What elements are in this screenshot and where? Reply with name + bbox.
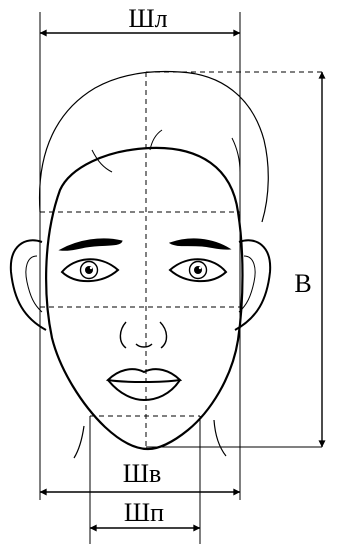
face-height-label: В bbox=[294, 269, 311, 298]
left-eye bbox=[62, 259, 118, 281]
face-outline bbox=[46, 148, 242, 449]
left-ear bbox=[11, 240, 46, 330]
neck-right bbox=[214, 420, 226, 456]
hair-strand-right bbox=[232, 138, 240, 172]
jaw-width-label: Шп bbox=[124, 498, 164, 527]
left-eyebrow bbox=[60, 239, 122, 250]
nose-tip bbox=[136, 344, 152, 347]
lips bbox=[108, 369, 180, 400]
neck-left bbox=[74, 426, 84, 458]
nose-right bbox=[160, 322, 167, 348]
right-eye bbox=[170, 259, 226, 281]
nose-left bbox=[120, 322, 126, 348]
forehead-width-label: Шл bbox=[128, 4, 167, 33]
right-eyebrow bbox=[170, 239, 230, 249]
hair-outline bbox=[40, 72, 269, 222]
cheek-width-label: Шв bbox=[123, 459, 162, 488]
